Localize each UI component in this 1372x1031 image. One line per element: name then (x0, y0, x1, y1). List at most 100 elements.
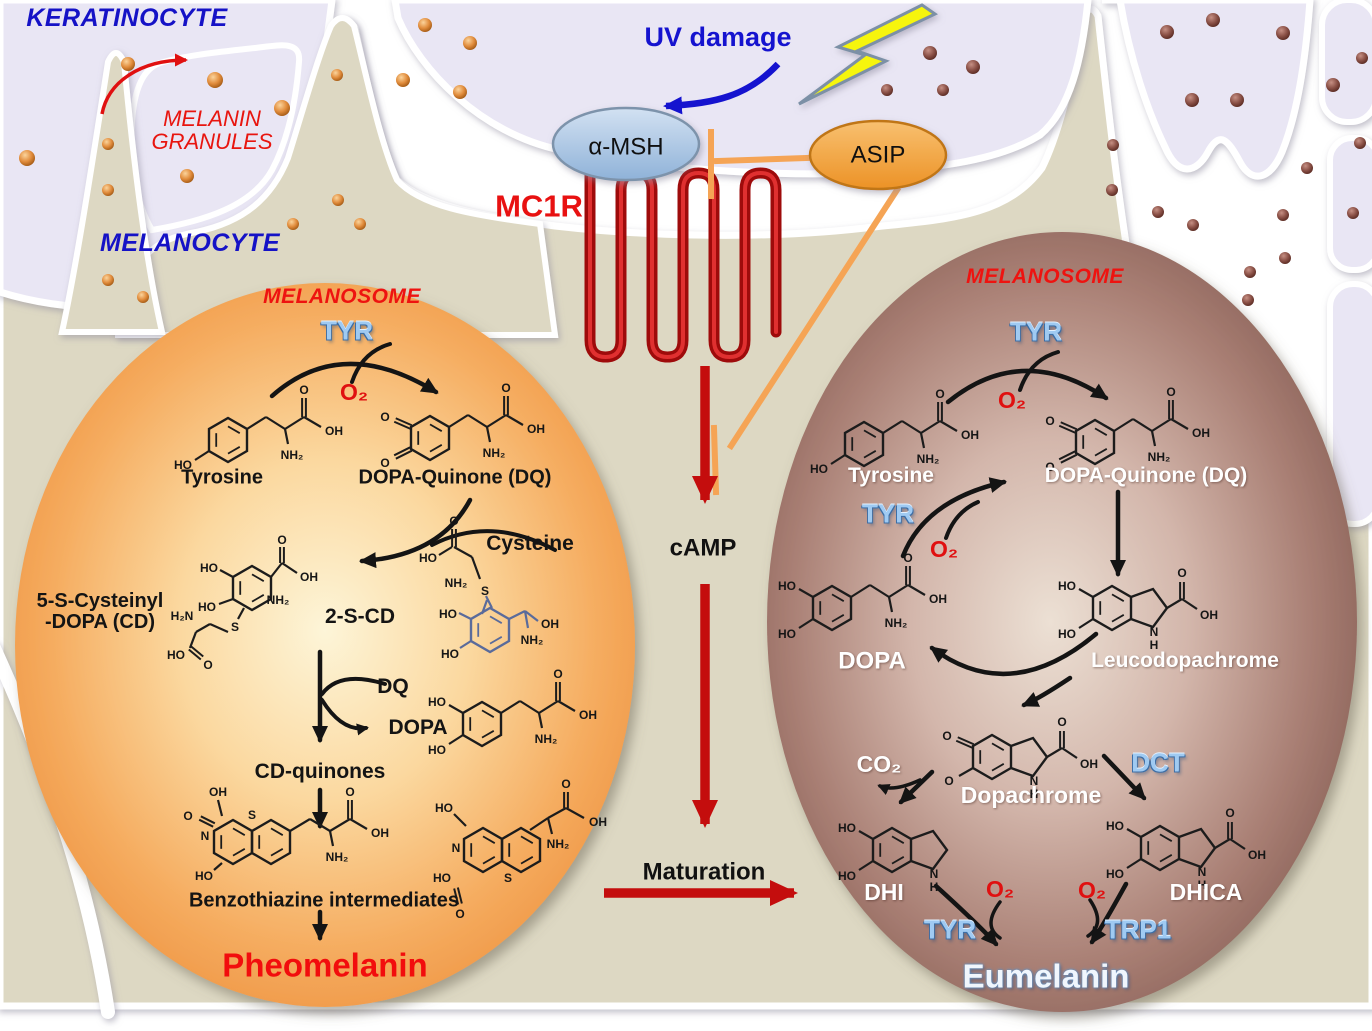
atom-label: NH₂ (535, 732, 558, 746)
atom-label: HO (198, 600, 216, 614)
atom-label: HO (439, 607, 457, 621)
pheomelanin-label: Pheomelanin (222, 946, 428, 984)
melanin-granule (331, 69, 343, 81)
atom-label: NH₂ (917, 452, 940, 466)
tyr-label-eu-1: TYR (1010, 316, 1062, 347)
atom-label: S (231, 620, 239, 634)
atom-label: HO (433, 871, 451, 885)
atom-label: O (345, 785, 354, 799)
uv-damage-arrow (663, 61, 781, 115)
atom-label: OH (1192, 426, 1210, 440)
atom-label: HO (441, 647, 459, 661)
atom-label: HO (1106, 819, 1124, 833)
atom-label: O (944, 774, 953, 788)
o2-label-eu-2: O₂ (929, 535, 959, 562)
melanin-granule (1106, 184, 1118, 196)
melanin-granule (180, 169, 194, 183)
atom-label: N (930, 867, 939, 881)
atom-label: OH (371, 826, 389, 840)
atom-label: OH (579, 708, 597, 722)
atom-label: O (553, 667, 562, 681)
atom-label: OH (961, 428, 979, 442)
tyrosine-label-pheo: Tyrosine (181, 466, 263, 489)
camp-label: cAMP (669, 534, 737, 562)
melanosome-label-eu: MELANOSOME (966, 264, 1124, 288)
cysteine-label: Cysteine (486, 531, 574, 555)
atom-label: O (1225, 806, 1234, 820)
mc1r-receptor (584, 159, 782, 363)
atom-label: HO (200, 561, 218, 575)
atom-label: H (930, 880, 939, 894)
cysteinyl-dopa-line2: -DOPA (CD) (45, 611, 155, 633)
atom-label: HO (428, 695, 446, 709)
melanin-granule (354, 218, 366, 230)
atom-label: HO (419, 551, 437, 565)
eumelanin-label: Eumelanin (962, 957, 1130, 995)
two-s-cd-label: 2-S-CD (324, 604, 396, 628)
asip-label: ASIP (850, 141, 906, 169)
atom-label: OH (1248, 848, 1266, 862)
atom-label: O (1177, 566, 1186, 580)
melanin-granule (102, 274, 114, 286)
melanin-granule (1244, 266, 1256, 278)
atom-label: HO (1058, 579, 1076, 593)
atom-label: O (501, 381, 510, 395)
melanin-granule (1279, 252, 1291, 264)
atom-label: HO (1106, 867, 1124, 881)
atom-label: S (248, 808, 256, 822)
melanin-granules-line1: MELANIN (163, 105, 261, 131)
dopachrome-label: Dopachrome (960, 781, 1102, 808)
atom-label: O (203, 658, 212, 672)
atom-label: OH (1200, 608, 1218, 622)
atom-label: HO (195, 869, 213, 883)
dopa-label-eu: DOPA (838, 647, 906, 675)
uv-damage-label: UV damage (644, 21, 792, 52)
tyrosine-label-eu: Tyrosine (848, 463, 934, 487)
pheomelanosome (15, 283, 635, 1007)
atom-label: NH₂ (885, 616, 908, 630)
atom-label: O (455, 907, 464, 921)
alpha-msh-ellipse (551, 106, 701, 182)
melanin-granules-line2: GRANULES (151, 129, 273, 154)
keratinocyte-cell-right-3 (1327, 281, 1372, 527)
atom-label: H (1030, 787, 1039, 801)
granule-transfer-arrow (100, 53, 188, 115)
atom-label: O (380, 456, 389, 470)
dhi-label: DHI (864, 878, 904, 905)
cd-quinones-label: CD-quinones (254, 759, 386, 783)
melanin-granule (418, 18, 432, 32)
melanin-granule (19, 150, 35, 166)
keratinocyte-cell-top-right (1102, 0, 1314, 180)
atom-label: NH₂ (521, 633, 544, 647)
atom-label: N (201, 829, 210, 843)
eumelanin-granules (881, 13, 1368, 306)
cysteinyl-dopa-label: 5-S-Cysteinyl -DOPA (CD) (37, 591, 164, 633)
atom-label: HO (778, 579, 796, 593)
melanin-granule (1356, 52, 1368, 64)
atom-label: HO (435, 801, 453, 815)
pheomelanin-granules (19, 18, 477, 303)
pathway-arrows (269, 342, 1147, 947)
atom-label: O (449, 514, 458, 528)
atom-label: O (561, 777, 570, 791)
atom-label: OH (929, 592, 947, 606)
atom-label: HO (838, 869, 856, 883)
atom-label: S (504, 871, 512, 885)
maturation-label: Maturation (642, 858, 766, 886)
atom-label: O (903, 551, 912, 565)
atom-label: NH₂ (326, 850, 349, 864)
atom-label: OH (325, 424, 343, 438)
atom-label: O (277, 533, 286, 547)
atom-label: N (1198, 865, 1207, 879)
atom-label: HO (167, 648, 185, 662)
melanin-granule (1347, 207, 1359, 219)
keratinocyte-cell-right-2 (1327, 135, 1372, 273)
atom-label: O (1166, 385, 1175, 399)
atom-label: O (935, 387, 944, 401)
atom-label: OH (527, 422, 545, 436)
